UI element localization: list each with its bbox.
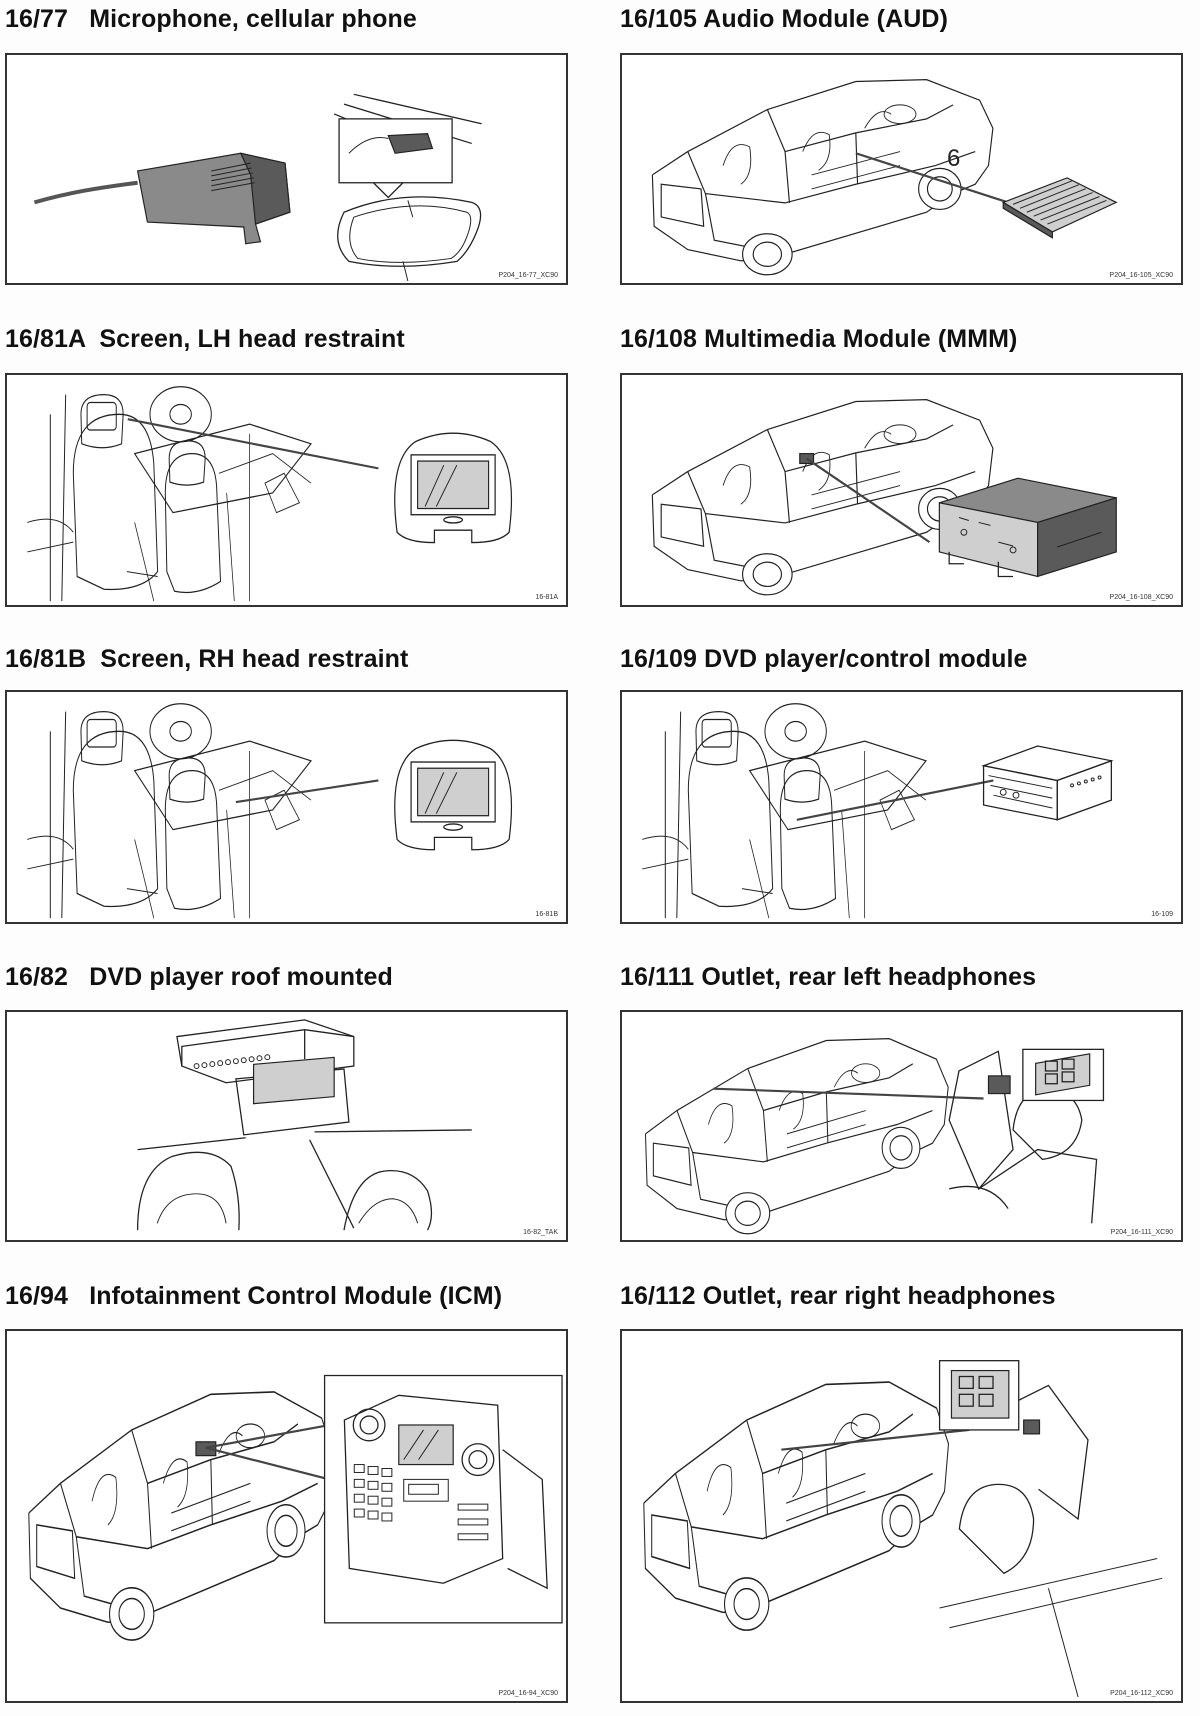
figure-title: 16/109 DVD player/control module (620, 645, 1028, 673)
roof-dvd-player-illustration (136, 1019, 472, 1231)
figure-16-105: 16/105 Audio Module (AUD) 6 P204_16-105_… (620, 5, 1195, 305)
figure-title: 16/77 Microphone, cellular phone (5, 5, 417, 33)
figure-illustration: 16-109 (620, 690, 1183, 924)
figure-title: 16/94 Infotainment Control Module (ICM) (5, 1282, 503, 1310)
figure-code: P204_16-105_XC90 (1109, 272, 1173, 279)
lh-head-restraint-screen-illustration (26, 386, 513, 602)
figure-16-82: 16/82 DVD player roof mounted 16-82_TAK (5, 963, 575, 1263)
audio-module-illustration (651, 79, 1118, 276)
rh-head-restraint-screen-illustration (26, 703, 513, 919)
figure-code: 16-109 (1151, 911, 1173, 918)
figure-16-77: 16/77 Microphone, cellular phone P204_16… (5, 5, 575, 305)
figure-title: 16/81B Screen, RH head restraint (5, 645, 409, 673)
figure-title: 16/81A Screen, LH head restraint (5, 325, 405, 353)
figure-code: P204_16-108_XC90 (1109, 594, 1173, 601)
figure-illustration: 16-82_TAK (5, 1010, 568, 1242)
dvd-control-module-illustration (641, 703, 1114, 919)
figure-code: P204_16-77_XC90 (498, 272, 558, 279)
figure-illustration: 16-81B (5, 690, 568, 924)
figure-title: 16/112 Outlet, rear right headphones (620, 1282, 1056, 1310)
figure-16-109: 16/109 DVD player/control module 16-109 (620, 645, 1195, 945)
figure-16-81b: 16/81B Screen, RH head restraint 16-81B (5, 645, 575, 945)
icm-illustration (28, 1374, 563, 1641)
figure-illustration: P204_16-112_XC90 (620, 1329, 1183, 1703)
figure-16-112: 16/112 Outlet, rear right headphones P20… (620, 1282, 1195, 1712)
microphone-illustration (33, 93, 482, 282)
figure-title: 16/111 Outlet, rear left headphones (620, 963, 1037, 991)
rear-left-headphone-outlet-illustration (644, 1038, 1105, 1235)
figure-illustration: P204_16-94_XC90 (5, 1329, 568, 1703)
figure-title: 16/105 Audio Module (AUD) (620, 5, 948, 33)
callout-number: 6 (947, 145, 961, 172)
multimedia-module-illustration (651, 399, 1117, 596)
figure-illustration: 6 P204_16-105_XC90 (620, 53, 1183, 285)
figure-16-108: 16/108 Multimedia Module (MMM) P204_16-1… (620, 325, 1195, 625)
figure-illustration: P204_16-77_XC90 (5, 53, 568, 285)
figure-illustration: P204_16-108_XC90 (620, 373, 1183, 607)
figure-code: 16-82_TAK (523, 1229, 558, 1236)
figure-16-81a: 16/81A Screen, LH head restraint 16-81A (5, 325, 575, 625)
figure-16-94: 16/94 Infotainment Control Module (ICM) (5, 1282, 575, 1712)
figure-16-111: 16/111 Outlet, rear left headphones P204… (620, 963, 1195, 1263)
figure-code: 16-81A (535, 594, 558, 601)
figure-title: 16/82 DVD player roof mounted (5, 963, 393, 991)
figure-code: P204_16-112_XC90 (1110, 1690, 1173, 1697)
figure-code: 16-81B (535, 911, 558, 918)
figure-illustration: P204_16-111_XC90 (620, 1010, 1183, 1242)
rear-right-headphone-outlet-illustration (643, 1360, 1163, 1698)
figure-illustration: 16-81A (5, 373, 568, 607)
figure-code: P204_16-111_XC90 (1110, 1229, 1173, 1236)
figure-title: 16/108 Multimedia Module (MMM) (620, 325, 1018, 353)
figure-code: P204_16-94_XC90 (498, 1690, 558, 1697)
